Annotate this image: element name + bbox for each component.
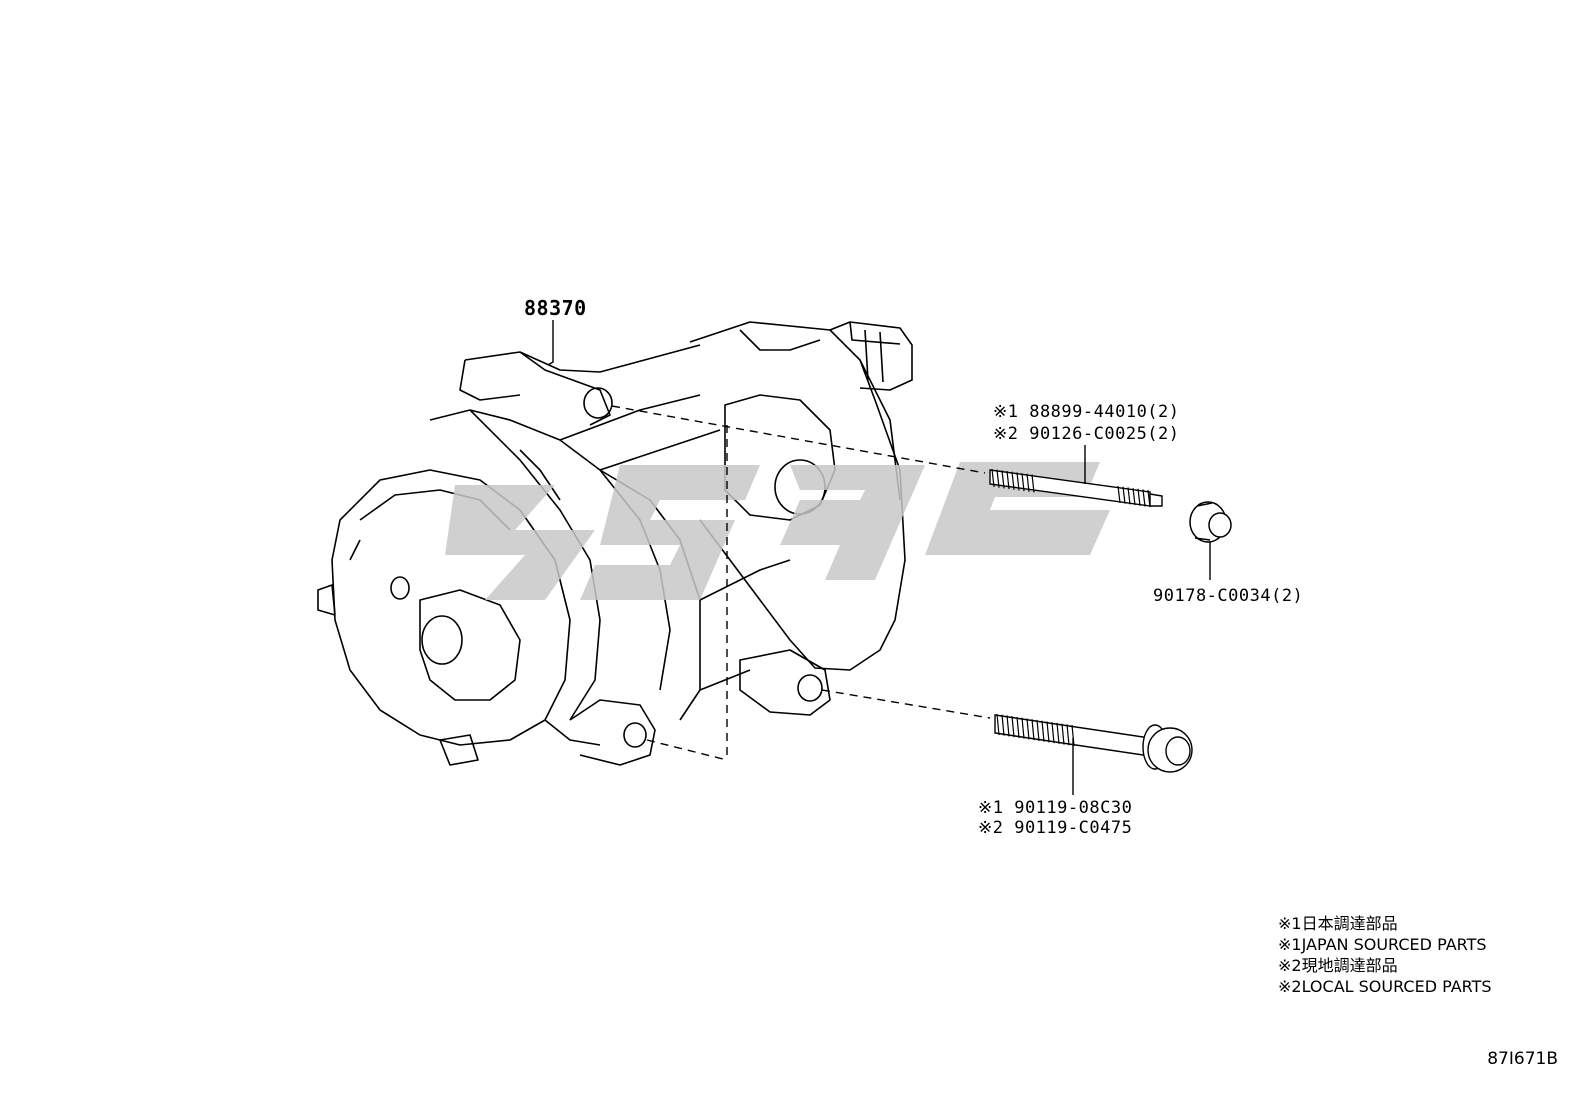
thread-line xyxy=(1036,719,1040,741)
thread-line xyxy=(1001,714,1005,736)
thread-line xyxy=(1031,719,1035,741)
thread-line xyxy=(1006,715,1010,737)
thread-line xyxy=(1117,485,1121,504)
thread-line xyxy=(1066,724,1070,746)
legend-line: ※1日本調達部品 xyxy=(1278,914,1398,933)
part-number-stud-1: ※1 88899-44010(2) xyxy=(993,402,1180,422)
dashed-guides xyxy=(611,405,991,761)
thread-line xyxy=(996,469,1000,488)
thread-line xyxy=(1142,489,1146,507)
leader-lines xyxy=(547,320,1211,795)
thread-line xyxy=(1122,486,1126,504)
thread-line xyxy=(1011,716,1015,738)
thread-line xyxy=(1021,473,1025,492)
thread-line xyxy=(1147,490,1151,508)
source-legend: ※1日本調達部品 ※1JAPAN SOURCED PARTS ※2現地調達部品 … xyxy=(1278,913,1492,997)
part-number-bolt-1: ※1 90119-08C30 xyxy=(978,798,1133,818)
thread-line xyxy=(991,468,995,488)
thread-line xyxy=(1051,722,1055,744)
thread-line xyxy=(1006,470,1010,490)
thread-line xyxy=(1011,471,1015,490)
legend-line: ※2LOCAL SOURCED PARTS xyxy=(1278,977,1492,996)
thread-line xyxy=(996,713,1000,736)
thread-line xyxy=(1061,723,1065,745)
drawing-code: 87I671B xyxy=(1487,1049,1558,1069)
thread-line xyxy=(1026,473,1030,492)
part-number-compressor: 88370 xyxy=(524,296,587,320)
compressor-body xyxy=(317,321,913,766)
flange-nut xyxy=(1189,501,1232,543)
legend-line: ※1JAPAN SOURCED PARTS xyxy=(1278,935,1487,954)
thread-line xyxy=(1041,720,1045,742)
thread-line xyxy=(1016,716,1020,739)
thread-line xyxy=(1132,487,1136,506)
thread-line xyxy=(1026,718,1030,740)
long-bolt xyxy=(994,713,1193,773)
thread-line xyxy=(1021,717,1025,739)
thread-line xyxy=(1127,487,1131,505)
thread-line xyxy=(1031,474,1035,493)
part-number-nut: 90178-C0034(2) xyxy=(1153,586,1304,606)
thread-line xyxy=(1016,472,1020,491)
legend-line: ※2現地調達部品 xyxy=(1278,956,1398,975)
thread-line xyxy=(1056,722,1060,744)
thread-line xyxy=(1046,721,1050,743)
stud-bolt xyxy=(989,468,1163,508)
thread-line xyxy=(1137,488,1141,506)
part-number-bolt-2: ※2 90119-C0475 xyxy=(978,818,1133,838)
part-number-stud-2: ※2 90126-C0025(2) xyxy=(993,424,1180,444)
thread-line xyxy=(1001,470,1005,489)
